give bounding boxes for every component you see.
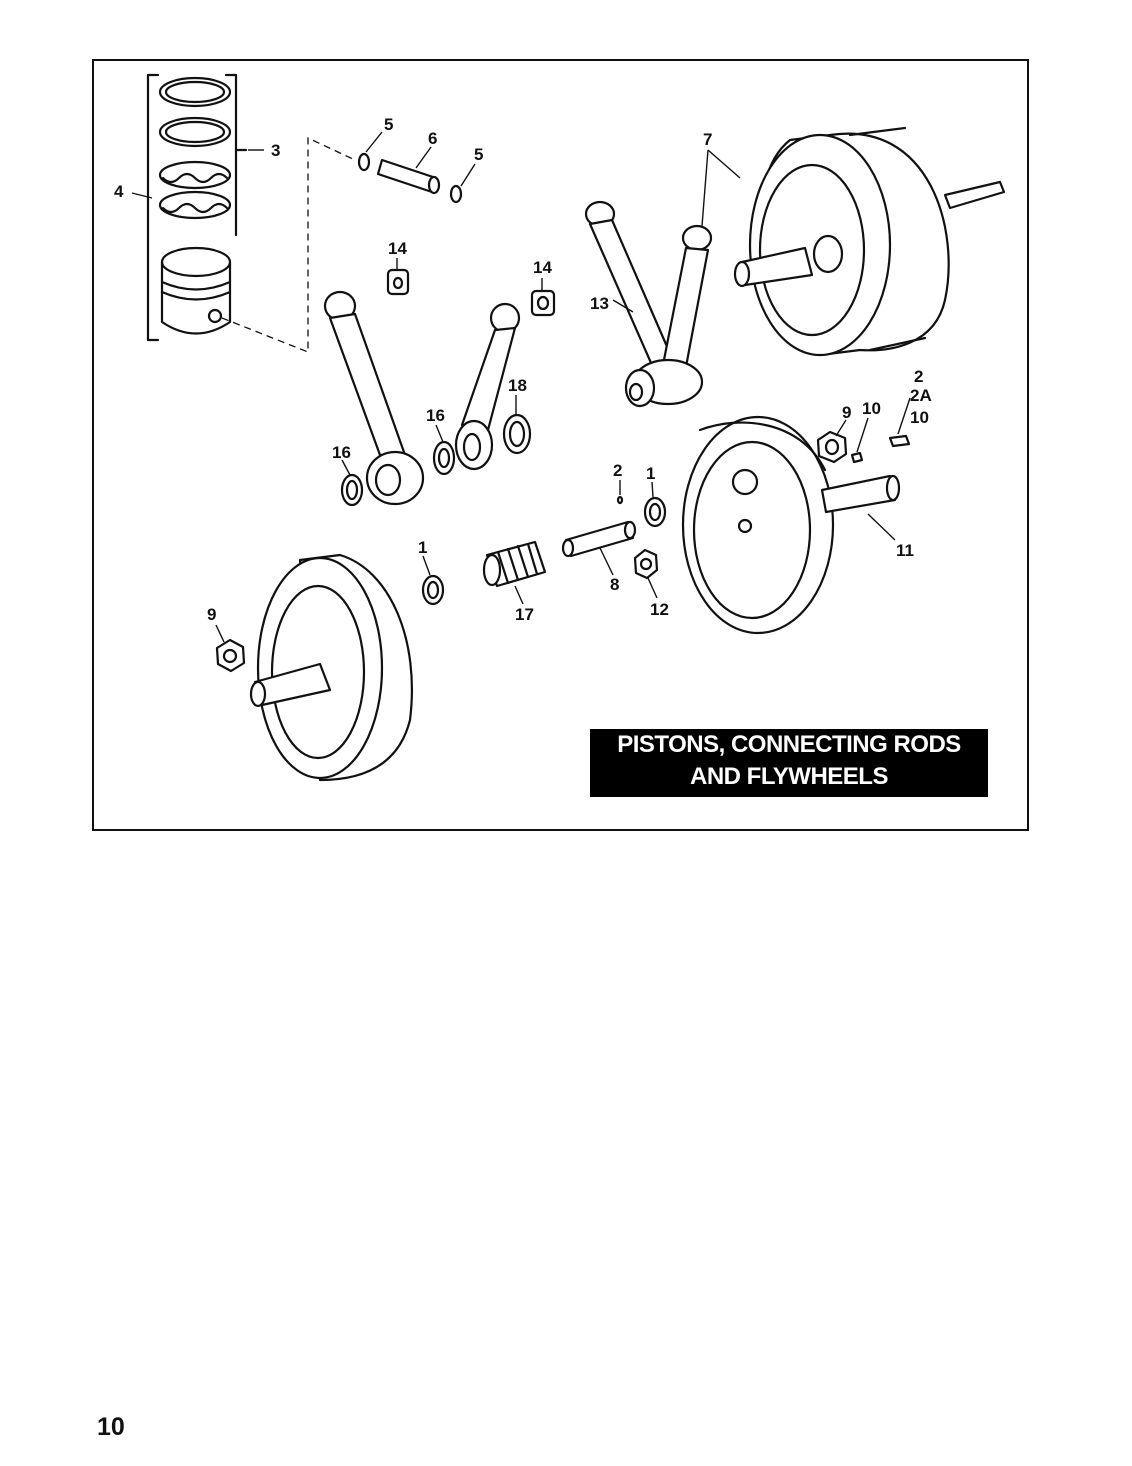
callout-9a: 9	[842, 403, 851, 422]
callout-1a: 1	[646, 464, 655, 483]
callout-1b: 1	[418, 538, 427, 557]
callout-9b: 9	[207, 605, 216, 624]
thrust-washer-mid	[432, 440, 456, 476]
page-number: 10	[97, 1413, 125, 1441]
callout-8: 8	[610, 575, 619, 594]
callout-16a: 16	[426, 406, 445, 425]
figure-title: PISTONS, CONNECTING RODS AND FLYWHEELS	[590, 729, 988, 797]
connecting-rod-assembly	[584, 200, 713, 408]
crank-pin-nut	[816, 430, 848, 464]
key-small	[850, 451, 864, 464]
callout-2a: 2A	[910, 386, 932, 405]
callout-17: 17	[515, 605, 534, 624]
callout-10a: 10	[862, 399, 881, 418]
piston-pin	[376, 158, 441, 195]
pin-retainer-left	[357, 152, 371, 172]
parts-diagram: 5 6 5 3 4 14 14 13 7 18 16 16 2 1 2 2A 9…	[92, 59, 1029, 831]
connecting-rod-male	[454, 302, 521, 471]
piston	[160, 246, 232, 335]
thrust-washer-lower	[421, 574, 445, 606]
callout-13: 13	[590, 294, 609, 313]
piston-pin-bushing-right	[530, 289, 556, 317]
piston-pin-bushing-left	[386, 268, 410, 296]
callout-14b: 14	[533, 258, 552, 277]
callout-5b: 5	[474, 145, 483, 164]
figure-title-line-2: AND FLYWHEELS	[690, 763, 888, 790]
callout-7: 7	[703, 130, 712, 149]
callout-2: 2	[613, 461, 622, 480]
callout-10b: 10	[910, 408, 929, 427]
callout-4: 4	[114, 182, 124, 201]
flywheel-assembly	[733, 126, 1006, 357]
flywheel-right	[681, 415, 901, 635]
callout-6: 6	[428, 129, 437, 148]
callout-18: 18	[508, 376, 527, 395]
connecting-rod-female	[323, 290, 425, 506]
callout-14a: 14	[388, 239, 407, 258]
piston-ring-set	[146, 73, 248, 342]
lock-plate-nut	[633, 548, 659, 580]
figure-title-line-1: PISTONS, CONNECTING RODS	[617, 731, 961, 758]
thrust-washer-right	[643, 496, 667, 528]
crank-pin	[561, 520, 637, 558]
callout-5a: 5	[384, 115, 393, 134]
callout-16b: 16	[332, 443, 351, 462]
key-woodruff	[616, 495, 624, 505]
flywheel-nut	[215, 638, 246, 673]
thrust-washer-left	[340, 473, 364, 507]
pin-retainer-right	[449, 184, 463, 204]
callout-3: 3	[271, 141, 280, 160]
diagram-border	[92, 59, 1029, 831]
callout-12: 12	[650, 600, 669, 619]
roller-bearing-cage	[482, 540, 547, 588]
callout-11: 11	[896, 541, 914, 560]
key-large	[888, 434, 911, 448]
flywheel-left	[249, 553, 414, 782]
rod-bearing-race	[502, 413, 532, 455]
callout-2b: 2	[914, 367, 923, 386]
